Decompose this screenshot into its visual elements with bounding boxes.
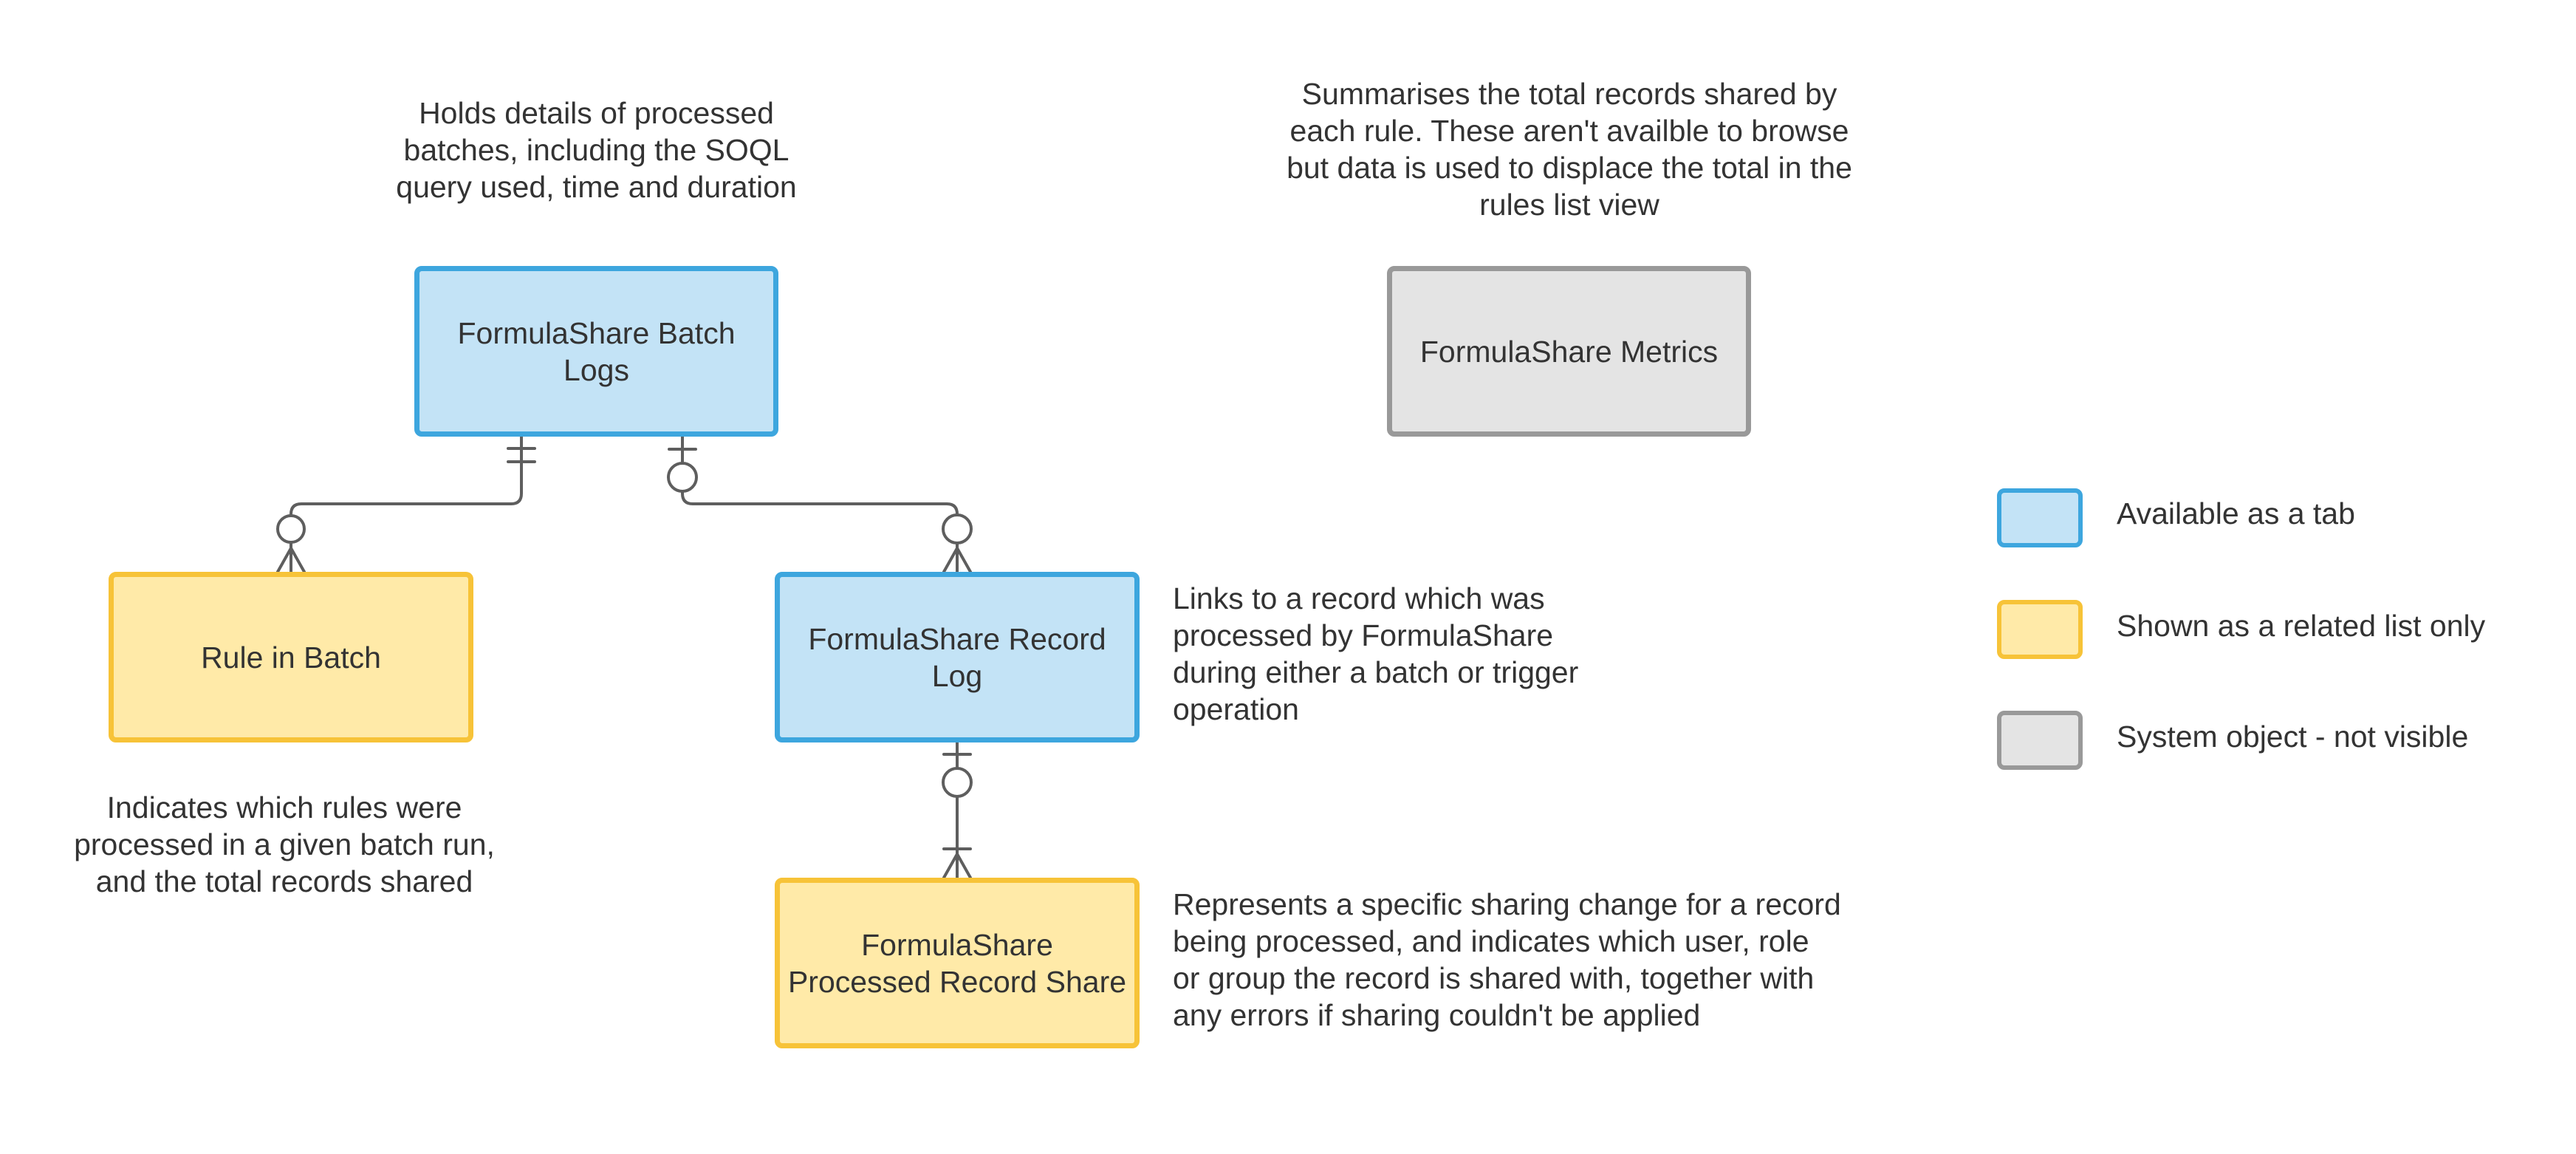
note-record-log: Links to a record which was processed by… — [1173, 581, 1579, 726]
crowfoot-right — [290, 547, 306, 573]
entity-record-log[interactable]: FormulaShare Record Log — [775, 572, 1140, 742]
entity-label: FormulaShare Record Log — [808, 621, 1106, 693]
legend-label-system: System object - not visible — [2117, 720, 2469, 754]
entity-metrics[interactable]: FormulaShare Metrics — [1387, 266, 1751, 437]
legend-swatch-related — [1997, 600, 2083, 659]
optional-circle — [942, 513, 973, 544]
legend-swatch-system — [1997, 711, 2083, 770]
entity-batch-logs[interactable]: FormulaShare Batch Logs — [414, 266, 778, 437]
crowfoot-left — [942, 547, 959, 573]
note-batch-logs: Holds details of processed batches, incl… — [396, 96, 797, 204]
legend-swatch-tab — [1997, 488, 2083, 547]
crowfoot-right — [956, 547, 972, 573]
optional-circle — [276, 514, 306, 544]
connector-batch-logs-rule-in-batch — [290, 434, 523, 573]
crowfoot-right — [956, 853, 972, 879]
entity-processed-share[interactable]: FormulaShare Processed Record Share — [775, 878, 1140, 1048]
note-rule-in-batch: Indicates which rules were processed in … — [74, 791, 495, 898]
note-processed-share: Represents a specific sharing change for… — [1173, 887, 1841, 1032]
legend-label-tab: Available as a tab — [2117, 496, 2355, 530]
entity-label: FormulaShare Batch Logs — [457, 315, 736, 387]
crowfoot-left — [942, 853, 959, 879]
entity-rule-in-batch[interactable]: Rule in Batch — [109, 572, 473, 742]
entity-label: Rule in Batch — [201, 640, 381, 675]
note-metrics: Summarises the total records shared by e… — [1287, 77, 1852, 222]
entity-label: FormulaShare Processed Record Share — [787, 927, 1127, 999]
entity-label: FormulaShare Metrics — [1419, 334, 1719, 369]
crowfoot-left — [276, 547, 292, 573]
legend-label-related: Shown as a related list only — [2117, 609, 2486, 643]
optional-circle — [942, 767, 973, 798]
optional-circle — [667, 462, 698, 493]
